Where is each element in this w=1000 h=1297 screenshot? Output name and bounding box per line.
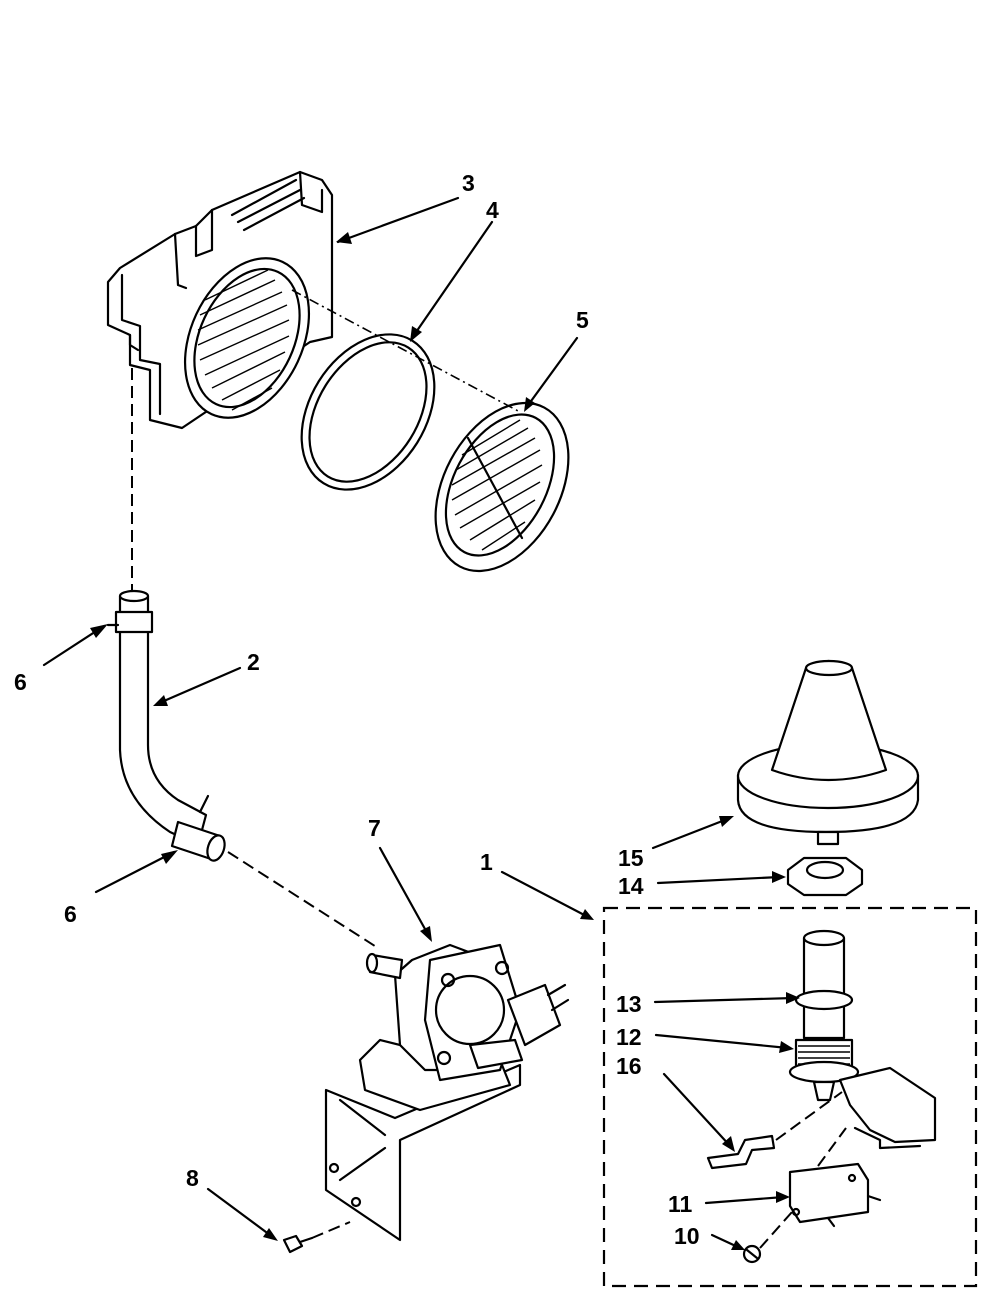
hex-nut xyxy=(786,856,864,897)
callout-8: 8 xyxy=(186,1165,199,1191)
float xyxy=(736,659,920,846)
switch-assembly-box xyxy=(602,906,978,1288)
callout-16: 16 xyxy=(616,1053,642,1079)
callout-12: 12 xyxy=(616,1024,642,1050)
callout-6-upper: 6 xyxy=(14,669,27,695)
screw-8 xyxy=(282,1234,314,1254)
drain-hose xyxy=(106,589,226,862)
callout-15: 15 xyxy=(618,845,644,871)
air-gap-housing xyxy=(106,170,334,430)
callout-3: 3 xyxy=(462,170,475,196)
callout-14: 14 xyxy=(618,873,644,899)
drain-valve xyxy=(324,943,570,1242)
gasket-ring xyxy=(300,333,436,491)
callout-2: 2 xyxy=(247,649,260,675)
callout-5: 5 xyxy=(576,307,589,333)
callout-10: 10 xyxy=(674,1223,700,1249)
float-stem xyxy=(788,929,860,1102)
callout-7: 7 xyxy=(368,815,381,841)
callout-4: 4 xyxy=(486,197,499,223)
microswitch xyxy=(788,1162,882,1228)
callout-6-lower: 6 xyxy=(64,901,77,927)
leader-lines xyxy=(42,196,800,1250)
air-gap-cap xyxy=(434,401,570,573)
lever-arm xyxy=(706,1134,776,1170)
callout-11: 11 xyxy=(668,1191,693,1217)
screw-10 xyxy=(742,1244,762,1264)
callout-1: 1 xyxy=(480,849,493,875)
callout-13: 13 xyxy=(616,991,642,1017)
switch-bracket xyxy=(838,1066,937,1150)
